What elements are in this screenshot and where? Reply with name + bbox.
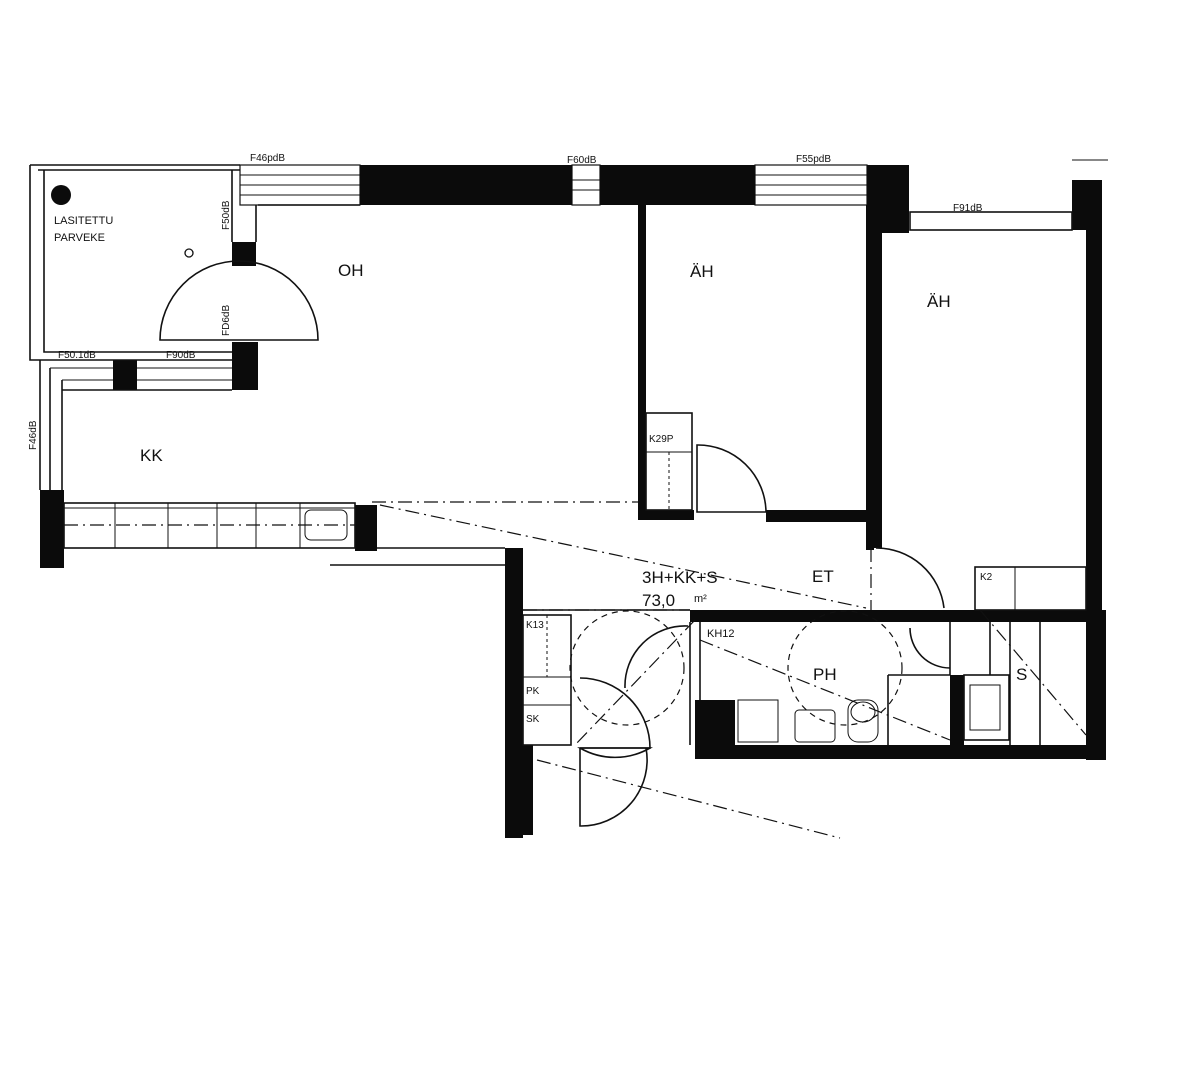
- doors: [159, 248, 951, 827]
- apartment-area: 73,0: [642, 591, 675, 610]
- acoustic-label-top-mid: F60dB: [567, 155, 597, 166]
- room-label-bedroom-1: ÄH: [690, 262, 714, 281]
- closet-label-sk: SK: [526, 714, 540, 725]
- acoustic-label-kitchen-side: F46dB: [28, 420, 39, 450]
- turning-circles: [569, 610, 903, 726]
- room-label-living: OH: [338, 261, 364, 280]
- room-label-kitchen: KK: [140, 446, 163, 465]
- walls: [40, 165, 1106, 838]
- acoustic-label-top-left: F46pdB: [250, 153, 285, 164]
- section-lines: [64, 501, 1087, 839]
- north-window-strip: [239, 164, 868, 206]
- acoustic-label-balcony-side: F50dB: [221, 200, 232, 230]
- apartment-area-unit: m²: [694, 593, 707, 605]
- closet-label-k13: K13: [526, 620, 544, 631]
- room-label-bathroom: PH: [813, 665, 837, 684]
- acoustic-label-balcony-bottom-right: F90dB: [166, 350, 196, 361]
- acoustic-label-bedroom2-window: F91dB: [953, 203, 983, 214]
- balcony-marker: [51, 185, 71, 205]
- acoustic-label-balcony-door: FD6dB: [221, 305, 232, 336]
- room-label-balcony-1: LASITETTU: [54, 215, 113, 227]
- acoustic-label-top-right: F55pdB: [796, 154, 831, 165]
- closet-label-k29p: K29P: [649, 434, 674, 445]
- room-label-sauna: S: [1016, 665, 1027, 684]
- apartment-type: 3H+KK+S: [642, 568, 718, 587]
- room-label-hall: ET: [812, 567, 834, 586]
- room-label-bedroom-2: ÄH: [927, 292, 951, 311]
- room-label-balcony-2: PARVEKE: [54, 232, 105, 244]
- acoustic-label-balcony-bottom-left: F50.1dB: [58, 350, 96, 361]
- closet-label-k2: K2: [980, 572, 993, 583]
- interior-lines: [29, 159, 1108, 746]
- closet-label-pk: PK: [526, 686, 540, 697]
- closet-label-kh12: KH12: [707, 628, 735, 640]
